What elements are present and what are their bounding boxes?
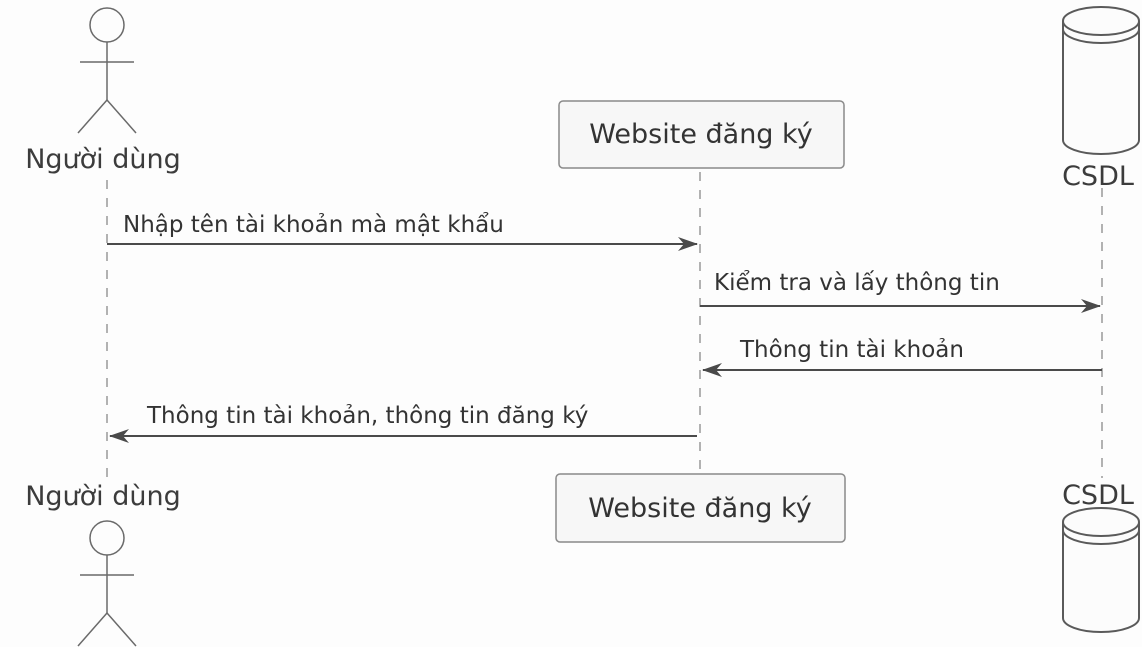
database-icon: [1062, 507, 1140, 633]
participant-db-label-top: CSDL: [1062, 161, 1134, 192]
participant-user-label-top: Người dùng: [25, 144, 181, 175]
participant-db-label-bottom: CSDL: [1062, 480, 1134, 511]
participant-website-box-bottom: [555, 473, 846, 543]
message-2-label: Kiểm tra và lấy thông tin: [714, 270, 1000, 296]
message-1-label: Nhập tên tài khoản mà mật khẩu: [123, 212, 504, 238]
database-icon: [1062, 6, 1140, 155]
actor-icon: [77, 7, 137, 134]
participant-website-label-bottom: Website đăng ký: [588, 493, 811, 524]
participant-user-label-bottom: Người dùng: [25, 481, 181, 512]
message-4-label: Thông tin tài khoản, thông tin đăng ký: [146, 403, 588, 429]
participant-website-box-top: [558, 100, 845, 169]
actor-icon: [77, 520, 137, 647]
message-3-label: Thông tin tài khoản: [739, 337, 964, 363]
participant-website-label-top: Website đăng ký: [589, 119, 812, 150]
